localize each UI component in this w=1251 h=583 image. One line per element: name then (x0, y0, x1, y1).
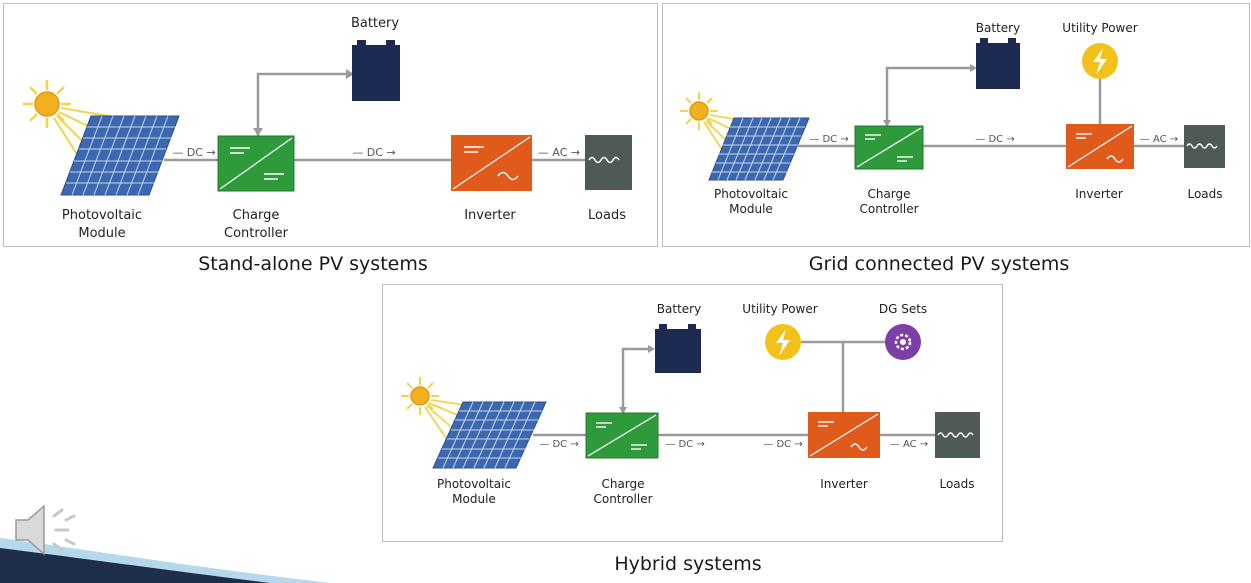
speaker-icon[interactable] (10, 498, 84, 562)
battery-icon (976, 38, 1020, 89)
pv-module-label: Module (729, 202, 773, 216)
connector-lines (798, 66, 1184, 148)
pv-module-label: Module (452, 492, 496, 506)
dg-sets-label: DG Sets (879, 302, 927, 316)
loads-label: Loads (1187, 187, 1222, 201)
battery-label: Battery (657, 302, 701, 316)
charge-controller-icon (217, 135, 295, 192)
dc-label: — DC → (763, 439, 802, 450)
loads-icon (585, 135, 632, 190)
battery-icon (655, 324, 701, 373)
pv-module-label: Photovoltaic (62, 208, 142, 223)
standalone-diagram-panel: Battery — DC → — DC → — AC → Photovoltai… (3, 3, 658, 247)
loads-icon (1184, 125, 1225, 168)
charge-controller-label: Charge (867, 187, 910, 201)
slide-swoosh-decoration (0, 538, 330, 583)
utility-power-label: Utility Power (1062, 21, 1137, 35)
sun-icon (23, 80, 71, 128)
dc-label: — DC → (352, 146, 395, 159)
dc-label: — DC → (665, 439, 704, 450)
inverter-icon (808, 412, 880, 458)
ac-label: — AC → (890, 439, 928, 450)
utility-power-label: Utility Power (742, 302, 817, 316)
arrow-to-controller-icon (619, 407, 627, 414)
ac-label: — AC → (538, 146, 580, 159)
battery-label: Battery (976, 21, 1020, 35)
loads-icon (935, 412, 980, 458)
pv-module-icon (708, 117, 810, 181)
connector-lines (164, 72, 585, 162)
standalone-diagram: Battery — DC → — DC → — AC → Photovoltai… (23, 16, 632, 241)
charge-controller-label: Controller (224, 226, 289, 241)
charge-controller-icon (854, 125, 924, 170)
sun-icon (680, 92, 718, 130)
connector-lines (533, 340, 935, 437)
hybrid-caption: Hybrid systems (614, 553, 762, 575)
grid-diagram: Battery Utility Power — DC → — DC → — AC… (680, 21, 1225, 216)
arrow-to-controller-icon (883, 120, 891, 127)
charge-controller-icon (585, 412, 659, 459)
grid-caption: Grid connected PV systems (808, 253, 1070, 275)
hybrid-diagram-panel: Battery Utility Power DG Sets — DC → — D… (382, 284, 1003, 542)
dc-label: — DC → (975, 134, 1014, 145)
arrow-to-battery-icon (346, 69, 354, 79)
sun-icon (401, 377, 439, 415)
charge-controller-label: Charge (601, 477, 644, 491)
inverter-label: Inverter (1075, 187, 1123, 201)
battery-icon (352, 40, 400, 101)
pv-module-label: Photovoltaic (437, 477, 511, 491)
charge-controller-label: Controller (593, 492, 652, 506)
charge-controller-label: Charge (233, 208, 280, 223)
arrow-to-battery-icon (648, 345, 655, 353)
loads-label: Loads (588, 208, 626, 223)
ac-label: — AC → (1140, 134, 1178, 145)
pv-module-label: Module (78, 226, 125, 241)
dg-sets-icon (885, 324, 921, 360)
charge-controller-label: Controller (859, 202, 918, 216)
battery-label: Battery (351, 16, 399, 31)
loads-label: Loads (939, 477, 974, 491)
hybrid-diagram: Battery Utility Power DG Sets — DC → — D… (401, 302, 980, 506)
standalone-caption: Stand-alone PV systems (198, 253, 428, 275)
pv-module-icon (60, 115, 180, 196)
dc-label: — DC → (172, 146, 215, 159)
arrow-to-battery-icon (970, 64, 977, 72)
inverter-label: Inverter (464, 208, 516, 223)
inverter-icon (451, 135, 532, 191)
grid-diagram-panel: Battery Utility Power — DC → — DC → — AC… (662, 3, 1250, 247)
arrow-to-controller-icon (253, 128, 263, 136)
dc-label: — DC → (809, 134, 848, 145)
inverter-icon (1066, 124, 1134, 169)
utility-power-icon (1082, 43, 1118, 79)
inverter-label: Inverter (820, 477, 868, 491)
pv-module-label: Photovoltaic (714, 187, 788, 201)
utility-power-icon (765, 324, 801, 360)
dc-label: — DC → (539, 439, 578, 450)
pv-module-icon (432, 401, 547, 469)
